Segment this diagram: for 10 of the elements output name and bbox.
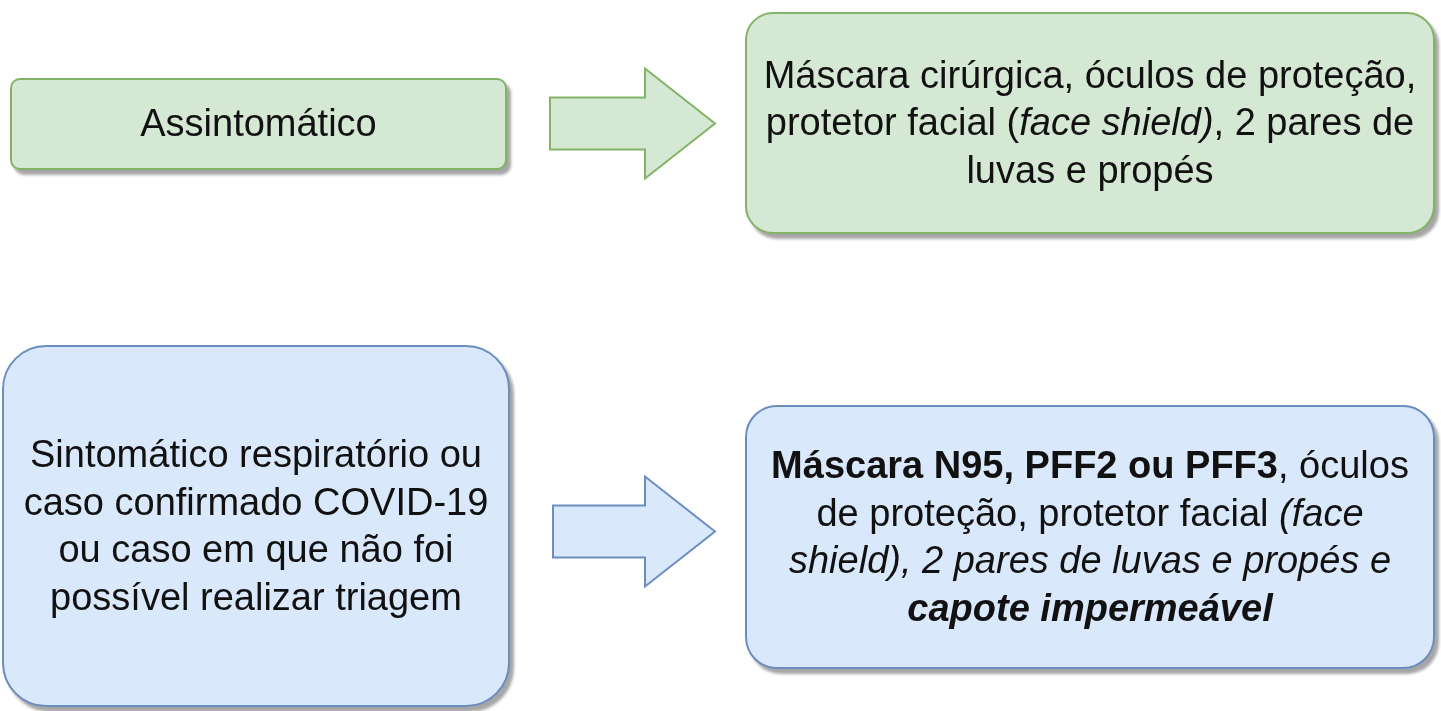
box-text: Máscara N95, PFF2 ou PFF3, óculos de proteção, protetor facial (face shield), 2 pares de luvas e propés e capote impermeável bbox=[770, 443, 1410, 631]
box-text: Máscara cirúrgica, óculos de proteção, protetor facial (face shield), 2 pares de luvas e propés bbox=[762, 52, 1418, 193]
rounded-box bbox=[745, 12, 1435, 234]
block-arrow bbox=[552, 474, 717, 589]
box-text: Sintomático respiratório ou caso confirmado COVID-19 ou caso em que não foi possível realizar triagem bbox=[22, 432, 490, 620]
block-arrow bbox=[549, 66, 717, 181]
rounded-box bbox=[745, 405, 1435, 669]
box-text: Assintomático bbox=[140, 101, 377, 147]
rounded-box bbox=[2, 345, 510, 707]
rounded-box bbox=[10, 78, 507, 170]
